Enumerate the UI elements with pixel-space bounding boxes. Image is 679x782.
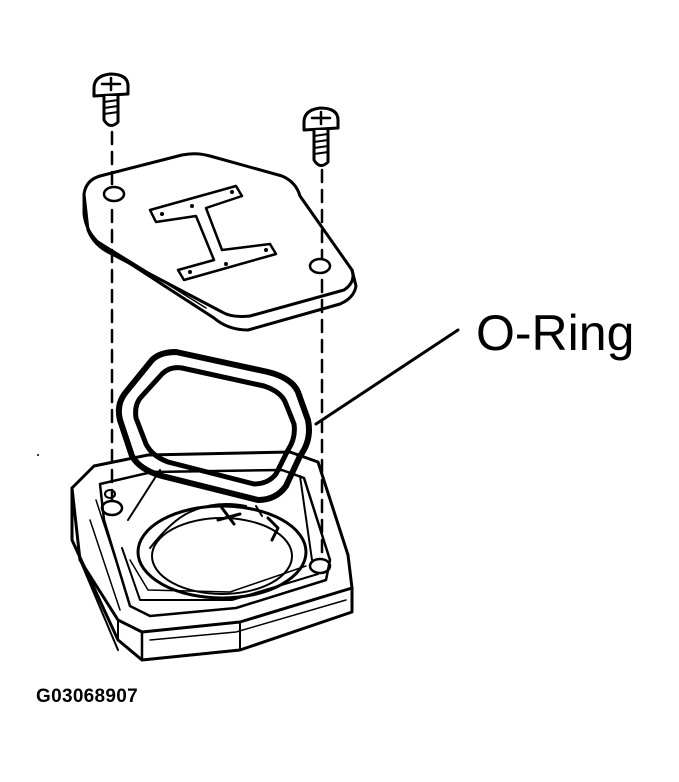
o-ring-icon — [115, 349, 312, 503]
o-ring-callout-label: O-Ring — [476, 305, 635, 361]
callout-leader-line — [314, 328, 460, 426]
screw-icon — [92, 72, 340, 167]
figure-code: G03068907 — [36, 686, 139, 707]
cover-plate-icon — [82, 152, 358, 332]
housing-icon — [37, 450, 354, 662]
